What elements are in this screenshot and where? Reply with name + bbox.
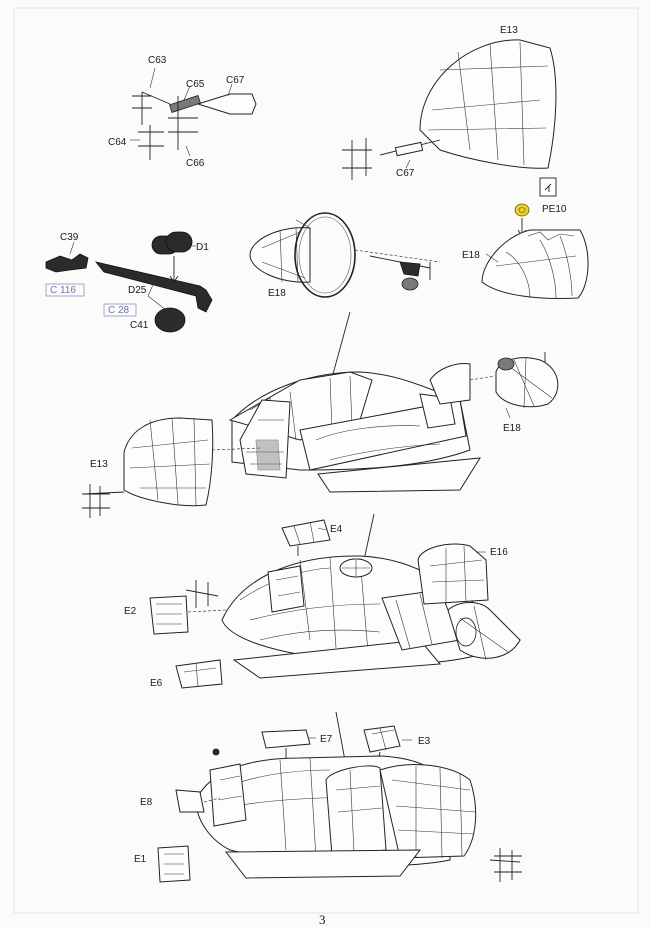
label-e6: E6 <box>150 678 163 689</box>
label-e8: E8 <box>140 797 153 808</box>
label-d1: D1 <box>196 242 209 253</box>
fuselage-assembly-step3 <box>157 711 522 883</box>
label-c67-nose: C67 <box>396 168 415 179</box>
pe10-part <box>514 203 530 217</box>
label-d25: D25 <box>128 285 147 296</box>
e18-with-pe10 <box>481 177 589 299</box>
ref-c116: C 116 <box>50 285 76 296</box>
label-e7: E7 <box>320 734 333 745</box>
label-e13-fuselage: E13 <box>90 459 108 470</box>
label-c63: C63 <box>148 55 167 66</box>
label-e16: E16 <box>490 547 508 558</box>
nose-glazing-e13-assembly <box>342 39 557 180</box>
label-e18-fuselage: E18 <box>503 423 521 434</box>
ref-box-c28 <box>103 303 137 317</box>
label-e4: E4 <box>330 524 343 535</box>
fuselage-assembly-step1 <box>82 311 559 518</box>
label-c67-top: C67 <box>226 75 245 86</box>
gun-mount-assembly <box>130 67 257 160</box>
label-e13-top: E13 <box>500 25 518 36</box>
label-c66: C66 <box>186 158 205 169</box>
label-e18-rear-cone: E18 <box>268 288 286 299</box>
label-c41: C41 <box>130 320 149 331</box>
label-e1: E1 <box>134 854 147 865</box>
label-e18-pe: E18 <box>462 250 480 261</box>
label-c65: C65 <box>186 79 205 90</box>
machine-gun-assembly <box>45 231 213 333</box>
rear-cone-e18-assembly <box>249 212 441 298</box>
page-number: 3 <box>319 912 326 927</box>
ref-c28: C 28 <box>108 305 130 316</box>
label-c64: C64 <box>108 137 127 148</box>
label-e3: E3 <box>418 736 431 747</box>
label-pe10: PE10 <box>542 204 567 215</box>
label-e2: E2 <box>124 606 137 617</box>
ref-box-c116 <box>45 283 85 297</box>
fuselage-assembly-step2 <box>149 513 521 689</box>
label-c39: C39 <box>60 232 79 243</box>
